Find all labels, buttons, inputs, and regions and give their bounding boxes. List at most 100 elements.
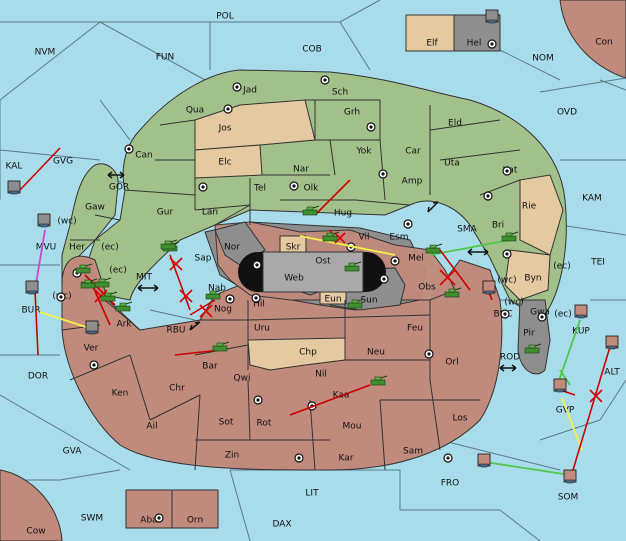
army-unit[interactable] [347, 298, 365, 309]
province-label-zin: Zin [225, 451, 239, 461]
aba-orn-island [125, 489, 219, 529]
province-label-ec1: (ec) [101, 243, 119, 253]
army-unit[interactable] [115, 301, 133, 312]
province-label-neu: Neu [367, 348, 385, 358]
province-label-elc: Elc [218, 158, 231, 168]
province-label-yok: Yok [355, 147, 372, 157]
province-label-pir: Pir [523, 329, 535, 339]
province-label-mel: Mel [408, 254, 424, 264]
province-label-ver: Ver [84, 344, 99, 354]
province-label-car: Car [405, 147, 421, 157]
province-label-esm: Esm [389, 233, 408, 243]
rie-tan [519, 174, 564, 256]
byn-tan [504, 249, 551, 301]
province-label-gur: Gur [157, 208, 174, 218]
province-label-chr: Chr [169, 384, 185, 394]
province-label-can: Can [135, 151, 153, 161]
supply-center-dot [292, 184, 296, 188]
province-label-ail: Ail [146, 422, 157, 432]
fleet-unit[interactable] [7, 180, 21, 195]
fleet-unit[interactable] [482, 280, 496, 295]
province-label-gaw: Gaw [85, 203, 105, 213]
province-label-qwi: Qwi [234, 374, 251, 384]
army-unit[interactable] [322, 231, 340, 242]
province-label-amp: Amp [402, 177, 423, 187]
province-label-kup: KUP [572, 327, 590, 337]
lake-interior [262, 251, 364, 293]
supply-center-dot [226, 107, 230, 111]
province-label-sma: SMA [457, 225, 477, 235]
army-unit[interactable] [94, 277, 112, 288]
province-label-hel: Hel [467, 39, 482, 49]
army-unit[interactable] [444, 287, 462, 298]
province-label-orl: Orl [445, 358, 458, 368]
province-label-uru: Uru [254, 324, 270, 334]
elf-hel-island [405, 14, 501, 52]
fleet-unit[interactable] [37, 213, 51, 228]
province-label-cow: Cow [26, 527, 45, 537]
army-unit[interactable] [524, 343, 542, 354]
army-unit[interactable] [344, 261, 362, 272]
province-label-mvu: MVU [36, 243, 57, 253]
supply-center-dot [157, 516, 161, 520]
supply-center-dot [256, 398, 260, 402]
army-unit[interactable] [75, 263, 93, 274]
army-unit[interactable] [501, 231, 519, 242]
coast-arrows [107, 171, 517, 372]
fleet-unit[interactable] [485, 9, 499, 24]
army-unit[interactable] [302, 205, 320, 216]
province-label-fun: FUN [156, 53, 175, 63]
army-unit[interactable] [160, 239, 178, 250]
province-label-mit: MIT [136, 273, 152, 283]
province-label-cob: COB [302, 45, 322, 55]
province-label-ovd: OVD [557, 108, 577, 118]
army-unit[interactable] [425, 243, 443, 254]
province-label-sap: Sap [195, 254, 212, 264]
province-label-web: Web [284, 274, 304, 284]
province-label-qua: Qua [186, 106, 204, 116]
province-label-ec3: (ec) [109, 266, 127, 276]
province-label-byn: Byn [524, 274, 541, 284]
fleet-unit[interactable] [605, 335, 619, 350]
fleet-unit[interactable] [563, 469, 577, 484]
fleet-unit[interactable] [574, 304, 588, 319]
province-label-hil: Hil [253, 300, 265, 310]
supply-center-dot [323, 78, 327, 82]
province-label-mou: Mou [343, 422, 362, 432]
province-label-rbu: RBU [166, 326, 185, 336]
province-label-nog: Nog [214, 305, 232, 315]
province-label-olk: Olk [304, 184, 320, 194]
fleet-unit[interactable] [553, 378, 567, 393]
province-label-hug: Hug [334, 209, 352, 219]
army-unit[interactable] [100, 291, 118, 302]
province-label-chp: Chp [299, 348, 317, 358]
province-label-dax: DAX [272, 520, 291, 530]
province-label-nar: Nar [293, 165, 309, 175]
supply-center-dot [228, 297, 232, 301]
supply-center-dot [127, 147, 131, 151]
province-label-sot: Sot [219, 418, 234, 428]
army-unit[interactable] [370, 375, 388, 386]
province-label-bar: Bar [202, 362, 218, 372]
province-label-kal: KAL [6, 162, 23, 172]
supply-center-dot [505, 252, 509, 256]
province-label-jad: Jad [242, 86, 257, 96]
province-label-rie: Rie [522, 202, 537, 212]
supply-center-dot [297, 456, 301, 460]
army-unit[interactable] [212, 341, 230, 352]
province-label-nom: NOM [532, 54, 554, 64]
fleet-unit[interactable] [85, 320, 99, 335]
province-label-bur: BUR [21, 306, 40, 316]
supply-center-dot [382, 277, 386, 281]
green-borders [70, 99, 521, 241]
province-label-dor: DOR [28, 372, 48, 382]
fleet-unit[interactable] [25, 280, 39, 295]
province-label-ark: Ark [116, 320, 132, 330]
province-label-los: Los [452, 414, 467, 424]
army-unit[interactable] [205, 289, 223, 300]
fleet-unit[interactable] [477, 453, 491, 468]
province-label-elf: Elf [426, 39, 438, 49]
province-label-kar: Kar [339, 454, 354, 464]
province-label-wc4: (wc) [504, 298, 523, 308]
province-label-con: Con [595, 38, 613, 48]
